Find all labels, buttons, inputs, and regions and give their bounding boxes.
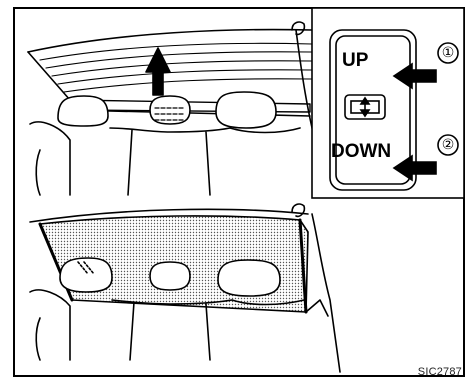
marker-1: ① <box>438 43 458 63</box>
seat-back <box>30 122 300 195</box>
headrest-right <box>216 92 276 128</box>
rear-window-left-edge <box>28 52 70 100</box>
grab-handle-bottom <box>292 204 304 216</box>
up-label: UP <box>342 50 368 72</box>
figure-id: SIC2787 <box>418 366 462 378</box>
down-label: DOWN <box>331 141 391 163</box>
sunshade-switch-icon <box>345 95 385 119</box>
bottom-view-shade-up <box>30 204 340 372</box>
rear-window-top <box>28 30 312 52</box>
headrest-left <box>58 96 108 126</box>
grab-handle <box>292 22 304 34</box>
marker-2: ② <box>438 135 458 155</box>
top-view-shade-down <box>28 22 330 195</box>
